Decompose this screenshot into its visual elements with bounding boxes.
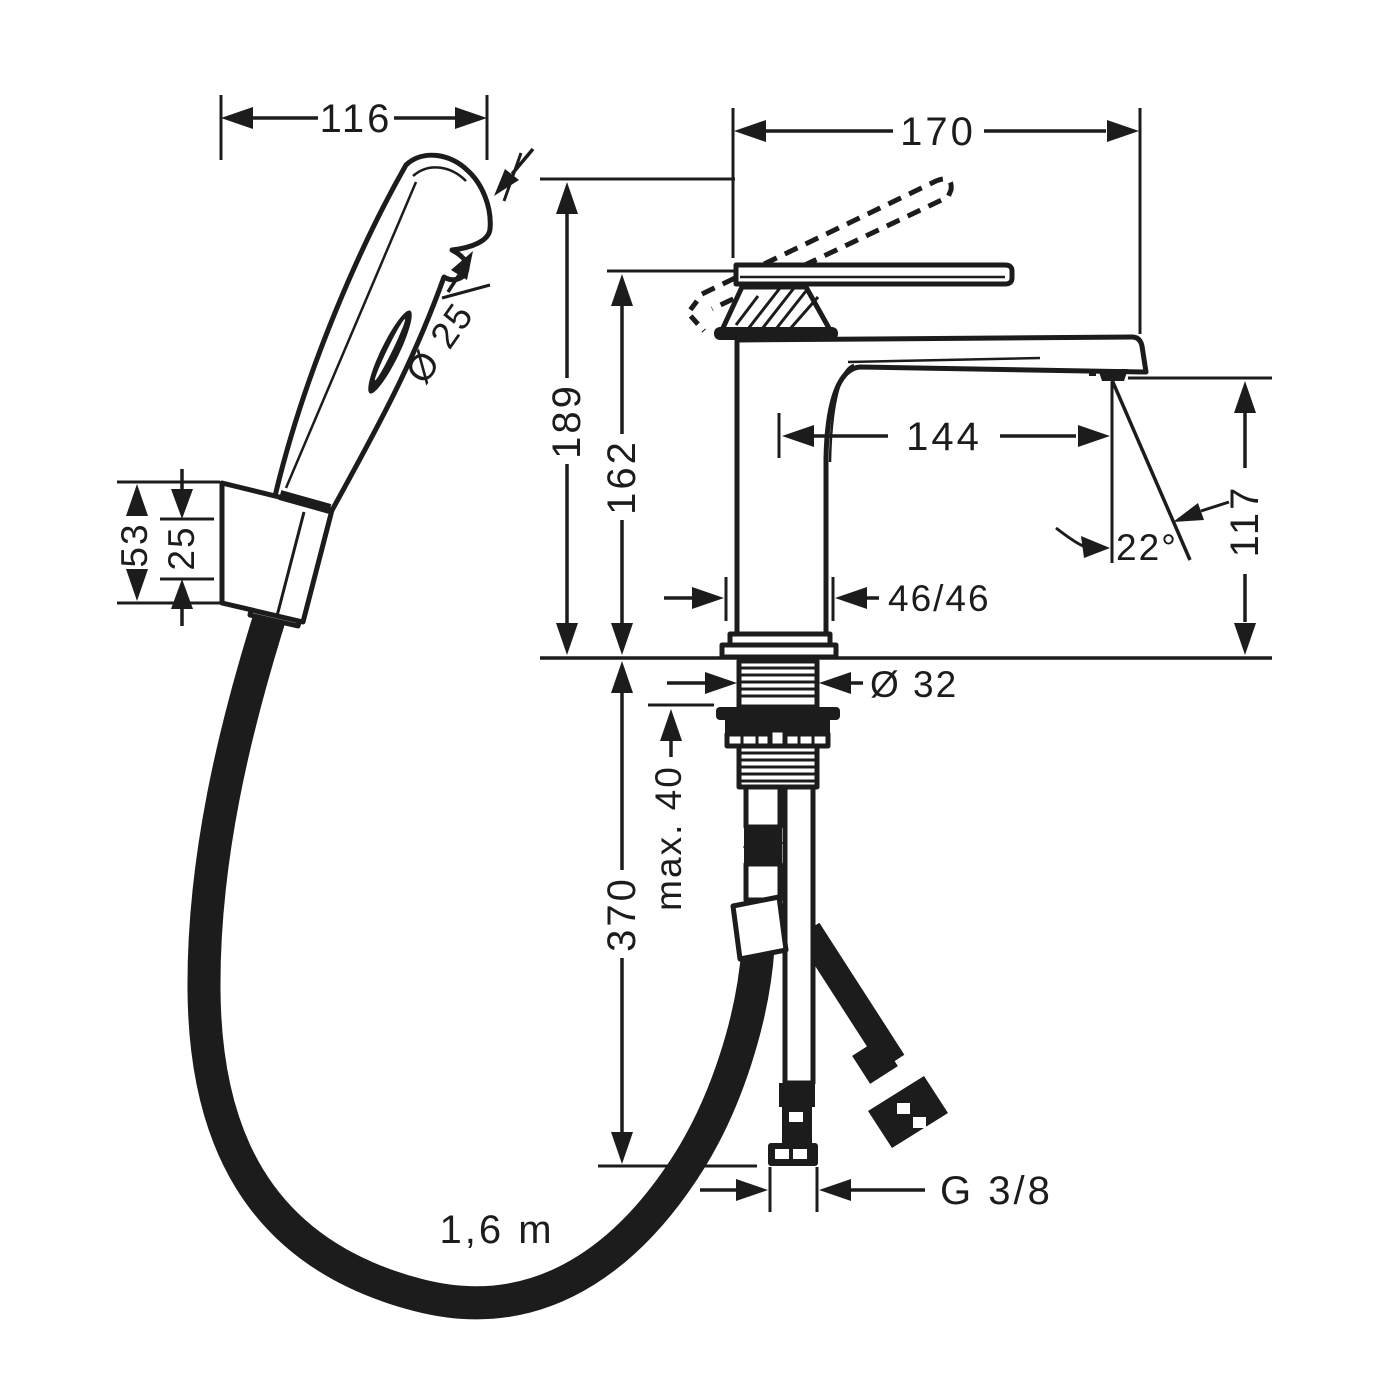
- dim-label-25: 25: [161, 525, 202, 570]
- dimension-370: 370: [598, 661, 757, 1168]
- spray-hose-1-6m: [187, 605, 775, 1320]
- spout-aerator: [1098, 369, 1128, 381]
- dimension-189: 189: [540, 177, 735, 655]
- dim-label-116: 116: [320, 97, 393, 141]
- spray-hose-tail: [730, 784, 789, 962]
- dimension-170: 170: [731, 108, 1142, 334]
- supply-hose-angled: [796, 922, 948, 1148]
- dim-label-189: 189: [545, 383, 589, 459]
- mounting-nut: [724, 719, 831, 749]
- dim-label-g38: G 3/8: [940, 1169, 1053, 1213]
- dim-label-370: 370: [600, 876, 644, 952]
- mixer-lever-raised-dashed: [684, 176, 954, 333]
- threaded-shank-upper: [736, 658, 820, 710]
- dim-label-4646: 46/46: [888, 578, 991, 619]
- dimension-max-40: max. 40: [648, 703, 714, 911]
- mixer-escutcheon: [714, 327, 838, 340]
- dimension-g38: G 3/8: [700, 1167, 1053, 1213]
- dim-label-117: 117: [1223, 485, 1267, 558]
- dimension-144: 144: [777, 382, 1114, 563]
- dimension-162: 162: [600, 269, 734, 655]
- dimension-shank-diameter: Ø 32: [667, 664, 958, 705]
- mixer-cartridge-cone: [719, 284, 833, 333]
- dim-label-144: 144: [906, 415, 982, 459]
- dimension-53-25: 53 25: [114, 469, 220, 626]
- dim-label-o32: Ø 32: [870, 664, 958, 705]
- mixer-lever: [733, 262, 1015, 287]
- dim-label-170: 170: [900, 110, 976, 154]
- spray-trigger: [368, 310, 412, 394]
- dim-label-22deg: 22°: [1116, 527, 1178, 568]
- dim-label-max40: max. 40: [648, 765, 689, 911]
- dimension-116: 116: [219, 95, 489, 160]
- mixer-base-plate: [719, 631, 839, 660]
- dim-label-53: 53: [114, 522, 155, 567]
- dimension-46-46: 46/46: [664, 577, 991, 621]
- dimension-spout-angle: 22°: [1055, 379, 1230, 568]
- threaded-shank-lower: [736, 743, 820, 790]
- dimension-117: 117: [1128, 376, 1272, 655]
- mounting-flange: [716, 707, 840, 720]
- wall-bracket: [219, 480, 335, 625]
- dim-label-hose-length: 1,6 m: [439, 1208, 554, 1252]
- dim-label-162: 162: [600, 439, 644, 515]
